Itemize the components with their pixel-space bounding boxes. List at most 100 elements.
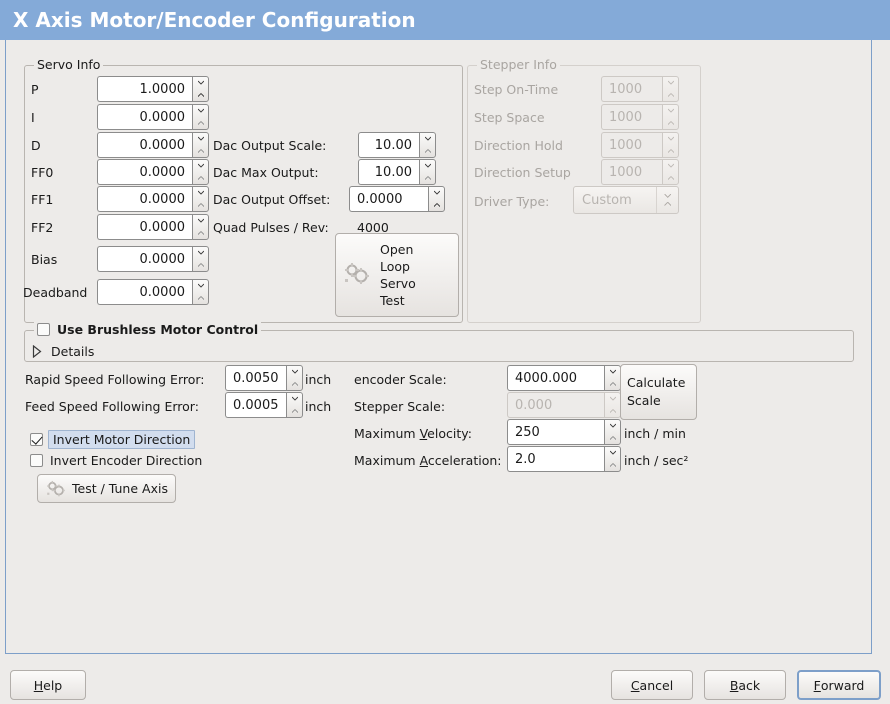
servo-input-d[interactable]: 0.0000 [97, 132, 209, 158]
stepper-down-icon[interactable] [429, 199, 444, 211]
feed-following-error-stepper[interactable] [286, 392, 303, 418]
max-acceleration-stepper[interactable] [604, 446, 621, 472]
invert-encoder-direction-checkbox[interactable]: Invert Encoder Direction [30, 453, 202, 468]
stepper-up-icon[interactable] [193, 247, 208, 259]
stepper-up-icon[interactable] [429, 187, 444, 199]
stepper-up-icon[interactable] [420, 160, 435, 172]
stepper-down-icon[interactable] [420, 172, 435, 184]
servo-input-deadband[interactable]: 0.0000 [97, 279, 209, 305]
stepper-down-icon[interactable] [605, 432, 620, 444]
max-acceleration-input[interactable]: 2.0 [507, 446, 621, 472]
dac-output-offset-input[interactable]: 0.0000 [349, 186, 445, 212]
stepper-up-icon[interactable] [287, 393, 302, 405]
use-brushless-motor-control-checkbox[interactable]: Use Brushless Motor Control [34, 322, 262, 337]
test-tune-axis-button[interactable]: Test / Tune Axis [37, 474, 176, 503]
max-velocity-stepper[interactable] [604, 419, 621, 445]
servo-input-bias-stepper[interactable] [192, 246, 209, 272]
stepper-up-icon[interactable] [193, 105, 208, 117]
dac-max-output-input[interactable]: 10.00 [358, 159, 436, 185]
stepper-up-icon[interactable] [605, 447, 620, 459]
stepper-down-icon[interactable] [193, 145, 208, 157]
servo-input-ff0-value[interactable]: 0.0000 [97, 159, 192, 185]
rapid-following-error-input[interactable]: 0.0050 [225, 365, 303, 391]
rapid-following-error-stepper[interactable] [286, 365, 303, 391]
quad-pulses-rev-value: 4000 [357, 220, 389, 235]
stepper-up-icon[interactable] [193, 160, 208, 172]
stepper-down-icon[interactable] [287, 405, 302, 417]
servo-input-ff0-stepper[interactable] [192, 159, 209, 185]
stepper-up-icon[interactable] [193, 133, 208, 145]
servo-input-ff1-stepper[interactable] [192, 186, 209, 212]
invert-motor-direction-checkbox[interactable]: Invert Motor Direction [30, 430, 196, 449]
stepper-down-icon[interactable] [605, 459, 620, 471]
calculate-scale-button[interactable]: Calculate Scale [620, 364, 697, 420]
stepper-down-icon[interactable] [193, 117, 208, 129]
stepper-up-icon[interactable] [605, 420, 620, 432]
dac-max-output-stepper[interactable] [419, 159, 436, 185]
encoder-scale-value[interactable]: 4000.000 [507, 365, 604, 391]
direction-setup-stepper [662, 159, 679, 185]
servo-input-deadband-value[interactable]: 0.0000 [97, 279, 192, 305]
stepper-down-icon[interactable] [193, 227, 208, 239]
stepper-down-icon[interactable] [420, 145, 435, 157]
stepper-up-icon[interactable] [193, 280, 208, 292]
dac-max-output-value[interactable]: 10.00 [358, 159, 419, 185]
max-velocity-input[interactable]: 250 [507, 419, 621, 445]
servo-input-ff2-stepper[interactable] [192, 214, 209, 240]
servo-input-d-stepper[interactable] [192, 132, 209, 158]
dac-output-scale-input[interactable]: 10.00 [358, 132, 436, 158]
stepper-up-icon[interactable] [193, 215, 208, 227]
servo-input-i-value[interactable]: 0.0000 [97, 104, 192, 130]
servo-input-deadband-stepper[interactable] [192, 279, 209, 305]
servo-input-ff2[interactable]: 0.0000 [97, 214, 209, 240]
servo-input-d-value[interactable]: 0.0000 [97, 132, 192, 158]
checkbox-box[interactable] [30, 433, 43, 446]
details-expander[interactable]: Details [32, 344, 94, 359]
dac-output-offset-value[interactable]: 0.0000 [349, 186, 428, 212]
encoder-scale-stepper[interactable] [604, 365, 621, 391]
stepper-up-icon[interactable] [193, 77, 208, 89]
checkbox-box[interactable] [37, 323, 50, 336]
stepper-down-icon[interactable] [193, 89, 208, 101]
servo-input-ff1-value[interactable]: 0.0000 [97, 186, 192, 212]
feed-following-error-value[interactable]: 0.0005 [225, 392, 286, 418]
stepper-down-icon [663, 89, 678, 101]
dac-output-scale-value[interactable]: 10.00 [358, 132, 419, 158]
servo-input-p-stepper[interactable] [192, 76, 209, 102]
max-velocity-value[interactable]: 250 [507, 419, 604, 445]
max-acceleration-value[interactable]: 2.0 [507, 446, 604, 472]
encoder-scale-input[interactable]: 4000.000 [507, 365, 621, 391]
dac-output-offset-stepper[interactable] [428, 186, 445, 212]
servo-input-p[interactable]: 1.0000 [97, 76, 209, 102]
servo-input-i[interactable]: 0.0000 [97, 104, 209, 130]
stepper-up-icon[interactable] [420, 133, 435, 145]
open-loop-servo-test-button[interactable]: Open Loop Servo Test [335, 233, 459, 317]
stepper-up-icon[interactable] [193, 187, 208, 199]
rapid-following-error-value[interactable]: 0.0050 [225, 365, 286, 391]
feed-following-error-input[interactable]: 0.0005 [225, 392, 303, 418]
stepper-down-icon[interactable] [193, 172, 208, 184]
stepper-down-icon[interactable] [193, 259, 208, 271]
stepper-down-icon[interactable] [287, 378, 302, 390]
servo-input-ff2-value[interactable]: 0.0000 [97, 214, 192, 240]
servo-input-i-stepper[interactable] [192, 104, 209, 130]
stepper-down-icon[interactable] [605, 378, 620, 390]
servo-input-bias[interactable]: 0.0000 [97, 246, 209, 272]
stepper-up-icon[interactable] [287, 366, 302, 378]
stepper-down-icon[interactable] [193, 199, 208, 211]
servo-input-ff0[interactable]: 0.0000 [97, 159, 209, 185]
checkbox-box[interactable] [30, 454, 43, 467]
servo-input-p-value[interactable]: 1.0000 [97, 76, 192, 102]
servo-input-ff1[interactable]: 0.0000 [97, 186, 209, 212]
stepper-scale-value: 0.000 [507, 392, 604, 418]
chevron-right-icon[interactable] [32, 344, 42, 359]
servo-input-bias-value[interactable]: 0.0000 [97, 246, 192, 272]
dac-max-output-label: Dac Max Output: [213, 165, 319, 180]
stepper-down-icon[interactable] [193, 292, 208, 304]
stepper-up-icon[interactable] [605, 366, 620, 378]
dac-output-scale-stepper[interactable] [419, 132, 436, 158]
